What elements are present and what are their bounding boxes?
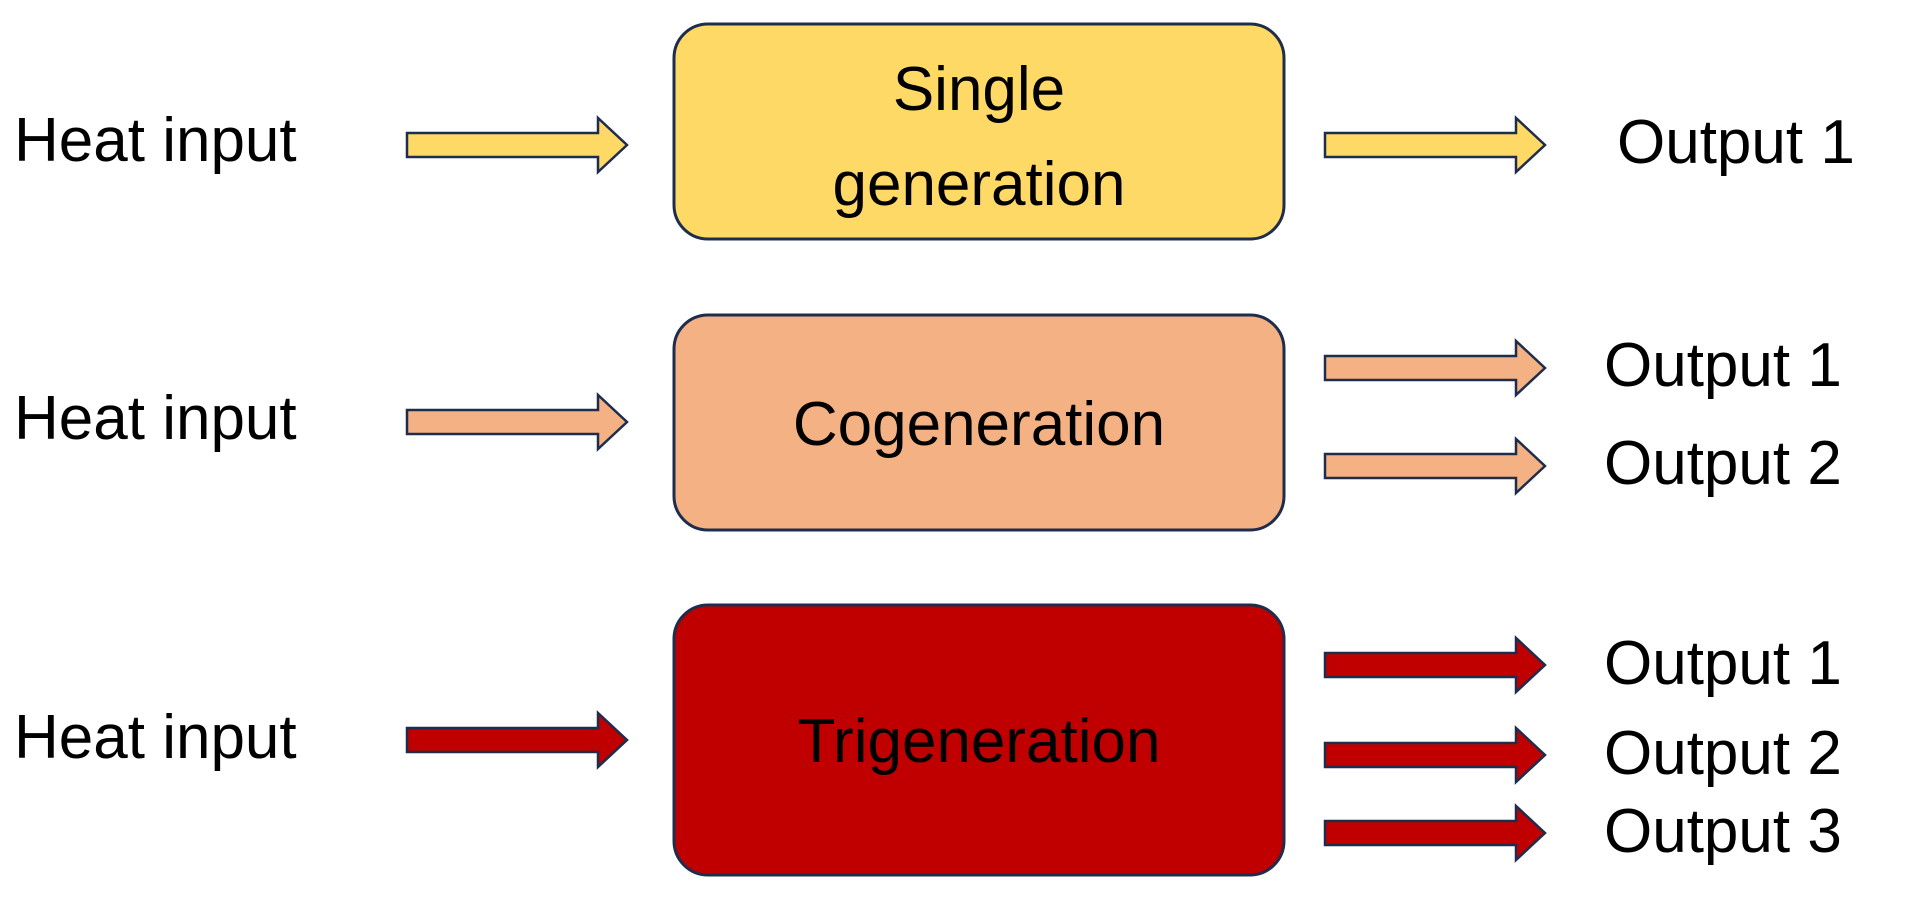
single-generation-box [672, 22, 1286, 241]
output-label: Output 3 [1604, 797, 1842, 866]
box-label-line-1: Cogeneration [793, 390, 1165, 459]
box-label-line-1: Single [893, 55, 1065, 124]
output-label: Output 1 [1617, 108, 1855, 177]
output-label: Output 2 [1604, 719, 1842, 788]
box-label-line-1: Trigeneration [797, 707, 1160, 776]
input-arrow [405, 710, 629, 770]
output-label: Output 2 [1604, 429, 1842, 498]
row-trigeneration: Heat input Trigeneration Output 1 Output… [14, 603, 1842, 877]
heat-input-label: Heat input [14, 384, 297, 453]
output-arrow [1323, 115, 1547, 175]
input-arrow [405, 115, 629, 175]
row-cogeneration: Heat input Cogeneration Output 1 Output … [14, 313, 1842, 532]
box-label-line-2: generation [832, 150, 1125, 219]
heat-input-label: Heat input [14, 703, 297, 772]
output-arrow [1323, 725, 1547, 785]
input-arrow [405, 392, 629, 452]
output-arrow [1323, 338, 1547, 398]
output-label: Output 1 [1604, 331, 1842, 400]
output-arrow [1323, 436, 1547, 496]
output-label: Output 1 [1604, 629, 1842, 698]
cogeneration-box [672, 313, 1286, 532]
output-arrow [1323, 803, 1547, 863]
trigeneration-box [672, 603, 1286, 877]
output-arrow [1323, 635, 1547, 695]
row-single-generation: Heat input Single generation Output 1 [14, 22, 1855, 241]
heat-input-label: Heat input [14, 106, 297, 175]
